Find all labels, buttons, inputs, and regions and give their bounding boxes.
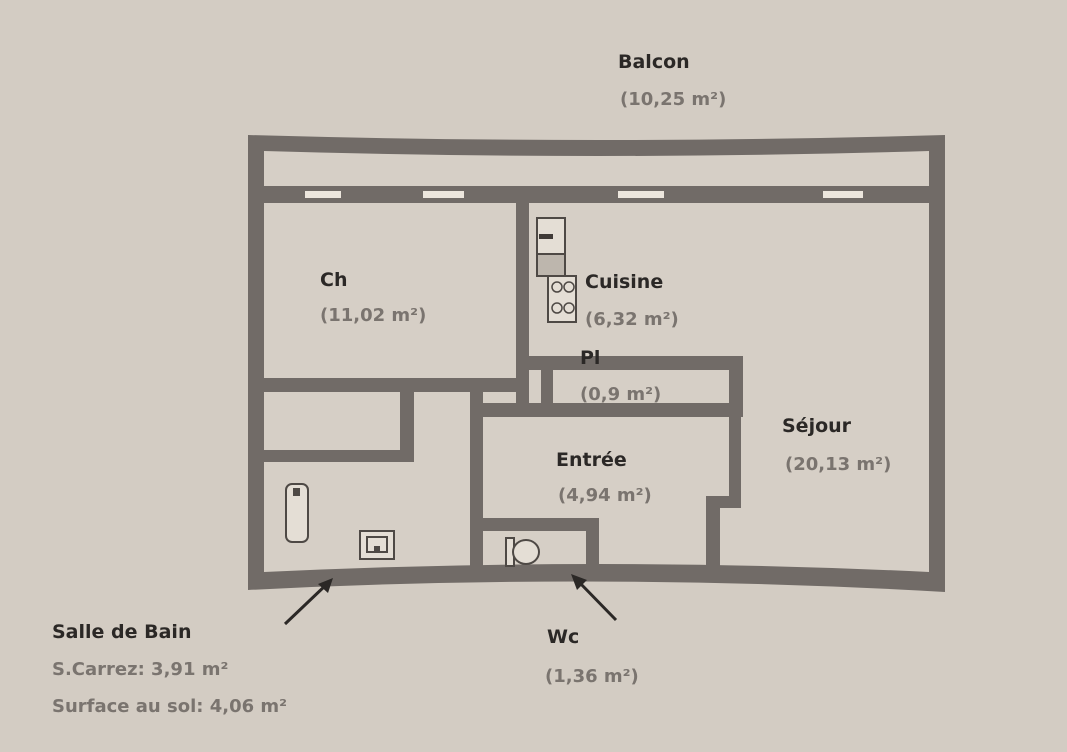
bathtub-icon bbox=[285, 483, 309, 543]
closet-bottom-wall bbox=[470, 403, 743, 417]
placard-name: Pl bbox=[580, 347, 600, 369]
cuisine-name: Cuisine bbox=[585, 271, 663, 293]
placard-area: (0,9 m²) bbox=[580, 384, 661, 405]
fridge-icon bbox=[536, 217, 566, 255]
entree-right-wall bbox=[729, 416, 741, 508]
balcony-wall bbox=[264, 186, 929, 203]
wc-top-wall bbox=[483, 518, 599, 531]
salle-de-bain-name: Salle de Bain bbox=[52, 621, 191, 643]
toilet-icon bbox=[505, 537, 540, 567]
sejour-name: Séjour bbox=[782, 415, 852, 437]
entree-name: Entrée bbox=[556, 449, 627, 471]
window-3 bbox=[618, 191, 664, 198]
sink-icon bbox=[359, 530, 395, 560]
window-2 bbox=[423, 191, 464, 198]
arrow-icon bbox=[571, 574, 618, 622]
arrow-icon bbox=[283, 578, 333, 626]
wc-right-wall bbox=[586, 518, 599, 572]
bath-upper-right-wall bbox=[400, 392, 414, 462]
salle-de-bain-carrez: S.Carrez: 3,91 m² bbox=[52, 659, 228, 680]
kitchen-bottom-wall bbox=[529, 356, 743, 370]
chambre-name: Ch bbox=[320, 269, 347, 291]
balcon-area: (10,25 m²) bbox=[620, 89, 726, 110]
balcon-name: Balcon bbox=[618, 51, 690, 73]
bedroom-bottom-wall bbox=[264, 378, 516, 392]
bath-storage-bottom-wall bbox=[264, 450, 414, 462]
window-1 bbox=[305, 191, 341, 198]
cuisine-area: (6,32 m²) bbox=[585, 309, 679, 330]
stove-icon bbox=[547, 275, 577, 323]
entree-area: (4,94 m²) bbox=[558, 485, 652, 506]
closet-small-wall bbox=[541, 370, 553, 403]
window-4 bbox=[823, 191, 863, 198]
entree-lower-wall bbox=[706, 496, 720, 572]
chambre-area: (11,02 m²) bbox=[320, 305, 426, 326]
wc-area: (1,36 m²) bbox=[545, 666, 639, 687]
sejour-area: (20,13 m²) bbox=[785, 454, 891, 475]
bath-right-wall bbox=[470, 392, 483, 572]
wc-name: Wc bbox=[547, 626, 579, 648]
counter-icon bbox=[536, 253, 566, 277]
salle-de-bain-sol: Surface au sol: 4,06 m² bbox=[52, 696, 287, 717]
bedroom-right-wall bbox=[516, 203, 529, 403]
